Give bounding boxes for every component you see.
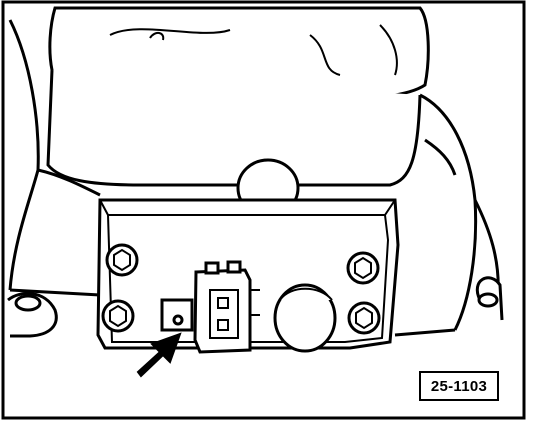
bolt-icon	[105, 243, 139, 277]
figure-frame	[1, 0, 526, 420]
pointer-arrow-icon	[136, 332, 182, 378]
left-boss	[7, 291, 58, 338]
sensor-cylinder	[273, 283, 337, 353]
top-housing	[46, 6, 430, 187]
housing-body	[8, 19, 500, 337]
right-boss	[476, 276, 504, 321]
bolt-icon	[346, 251, 380, 285]
bracket	[160, 298, 194, 332]
bolt-icon	[101, 299, 135, 333]
bolt-icon	[347, 301, 381, 335]
reference-number-label: 25-1103	[419, 371, 499, 401]
electrical-connector-icon	[193, 260, 260, 354]
